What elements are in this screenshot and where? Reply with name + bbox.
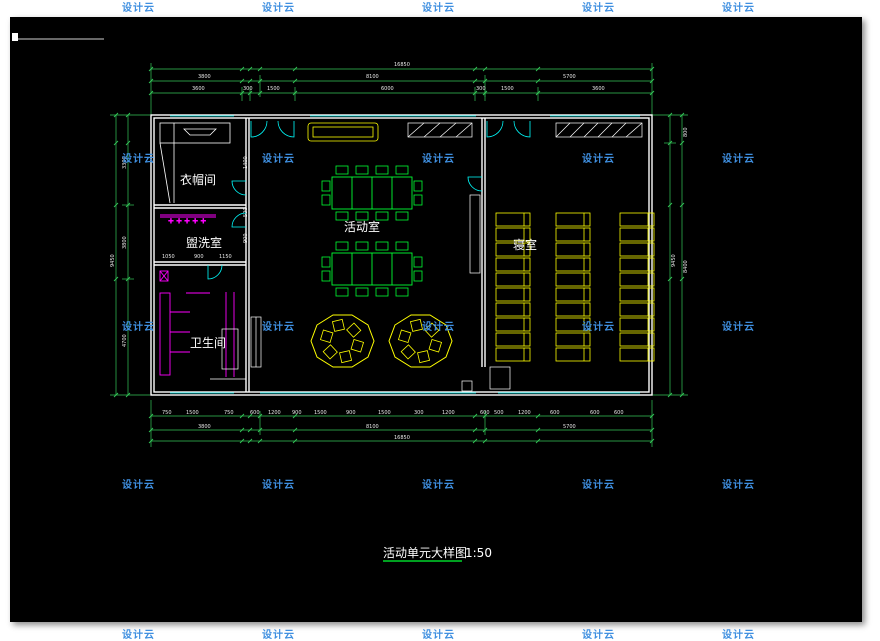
toilet-partition <box>210 328 246 380</box>
watermark-text: 设计云 <box>722 322 755 333</box>
dimension-lines <box>110 63 688 447</box>
watermark-text: 设计云 <box>582 3 615 14</box>
dim-bottom-16: 600 <box>614 410 624 416</box>
room-bedroom-label: 寝室 <box>513 237 537 252</box>
ucs-marker <box>12 33 18 41</box>
dim-bottom-15: 600 <box>590 410 600 416</box>
watermark-text: 设计云 <box>582 322 615 333</box>
dim-bottom-7: 900 <box>346 410 356 416</box>
dim-bot-a: 3800 <box>198 424 211 430</box>
watermark-text: 设计云 <box>582 480 615 491</box>
watermark-text: 设计云 <box>422 630 455 641</box>
dim-top-a: 3800 <box>198 74 211 80</box>
watermark-text: 设计云 <box>122 154 155 165</box>
dim-bottom-5: 900 <box>292 410 302 416</box>
watermark-text: 设计云 <box>262 480 295 491</box>
dim-right-2: 8400 <box>683 260 689 273</box>
room-washroom-label: 盥洗室 <box>186 235 222 250</box>
dim-top-r3-2: 1500 <box>267 86 280 92</box>
dim-top-r3-1: 300 <box>243 86 253 92</box>
dim-bottom-11: 600 <box>480 410 490 416</box>
watermark-text: 设计云 <box>262 3 295 14</box>
round-tables <box>310 314 453 368</box>
watermark-text: 设计云 <box>122 630 155 641</box>
dim-left-outer: 9450 <box>110 254 116 267</box>
round-table-chairs <box>319 318 443 364</box>
watermark-text: 设计云 <box>122 480 155 491</box>
dim-left-3: 4700 <box>122 334 128 347</box>
dim-top-r3-6: 3600 <box>592 86 605 92</box>
wash-basins: + + + + + <box>159 214 216 282</box>
dim-bottom-3: 600 <box>250 410 260 416</box>
watermark-text: 设计云 <box>422 480 455 491</box>
dim-bottom-1: 1500 <box>186 410 199 416</box>
cad-drawing-area: 16850 3800 8100 5700 3600 300 1500 6000 … <box>10 17 862 622</box>
watermark-text: 设计云 <box>582 154 615 165</box>
dim-top-c: 5700 <box>563 74 576 80</box>
dim-bottom-12: 500 <box>494 410 504 416</box>
floor-plan: 16850 3800 8100 5700 3600 300 1500 6000 … <box>12 33 689 562</box>
equipment-activity <box>250 194 481 392</box>
watermark-text: 设计云 <box>422 154 455 165</box>
dim-wash-2: 900 <box>194 254 204 260</box>
tables-and-chairs <box>331 176 413 286</box>
walls <box>150 114 653 396</box>
dim-left-1: 3300 <box>122 156 128 169</box>
dim-left-2: 3800 <box>122 236 128 249</box>
dim-top-r3-0: 3600 <box>192 86 205 92</box>
room-activity-label: 活动室 <box>344 219 380 234</box>
dim-wash-3: 1150 <box>219 254 232 260</box>
dim-bot-total: 16850 <box>394 435 410 441</box>
dim-right-outer: 9450 <box>671 254 677 267</box>
dim-wash-1: 1050 <box>162 254 175 260</box>
watermark-text: 设计云 <box>722 154 755 165</box>
watermark-text: 设计云 <box>422 3 455 14</box>
dim-bottom-0: 750 <box>162 410 172 416</box>
dim-bottom-13: 1200 <box>518 410 531 416</box>
drawing-title: 活动单元大样图 <box>383 545 467 560</box>
dimension-ticks <box>113 66 685 444</box>
drawing-scale: 1:50 <box>465 546 492 560</box>
dim-top-total: 16850 <box>394 62 410 68</box>
dim-bot-b: 8100 <box>366 424 379 430</box>
dim-bottom-14: 600 <box>550 410 560 416</box>
watermark-text: 设计云 <box>122 322 155 333</box>
dim-bottom-2: 750 <box>224 410 234 416</box>
room-cloakroom-label: 衣帽间 <box>180 172 216 187</box>
windows <box>170 115 640 394</box>
sofa <box>307 122 379 142</box>
watermark-text: 设计云 <box>582 630 615 641</box>
room-toilet-label: 卫生间 <box>190 336 226 350</box>
watermark-text: 设计云 <box>262 322 295 333</box>
dim-top-r3-3: 6000 <box>381 86 394 92</box>
dim-bottom-10: 1200 <box>442 410 455 416</box>
beds <box>495 212 655 362</box>
bottom-dimension-row: 750 1500 750 600 1200 900 1500 900 1500 300 1200 60… <box>162 410 624 416</box>
watermark-text: 设计云 <box>422 322 455 333</box>
cabinets-bedroom <box>489 122 643 390</box>
dim-bottom-9: 300 <box>414 410 424 416</box>
wardrobe <box>159 122 231 204</box>
toilet-fixtures <box>159 292 235 377</box>
cabinets-activity <box>407 122 473 138</box>
dim-bottom-8: 1500 <box>378 410 391 416</box>
dim-bot-c: 5700 <box>563 424 576 430</box>
dim-top-r3-4: 300 <box>476 86 486 92</box>
watermark-text: 设计云 <box>122 3 155 14</box>
dim-top-b: 8100 <box>366 74 379 80</box>
watermark-text: 设计云 <box>722 480 755 491</box>
dim-top-r3-5: 1500 <box>501 86 514 92</box>
watermark-text: 设计云 <box>262 154 295 165</box>
dim-right-1: 800 <box>683 127 689 137</box>
watermark-text: 设计云 <box>722 3 755 14</box>
watermark-text: 设计云 <box>262 630 295 641</box>
chairs <box>321 165 423 297</box>
svg-text:+ + + + +: + + + + + <box>168 217 206 225</box>
doors <box>207 120 531 280</box>
watermark-text: 设计云 <box>722 630 755 641</box>
dim-bottom-6: 1500 <box>314 410 327 416</box>
dim-bottom-4: 1200 <box>268 410 281 416</box>
